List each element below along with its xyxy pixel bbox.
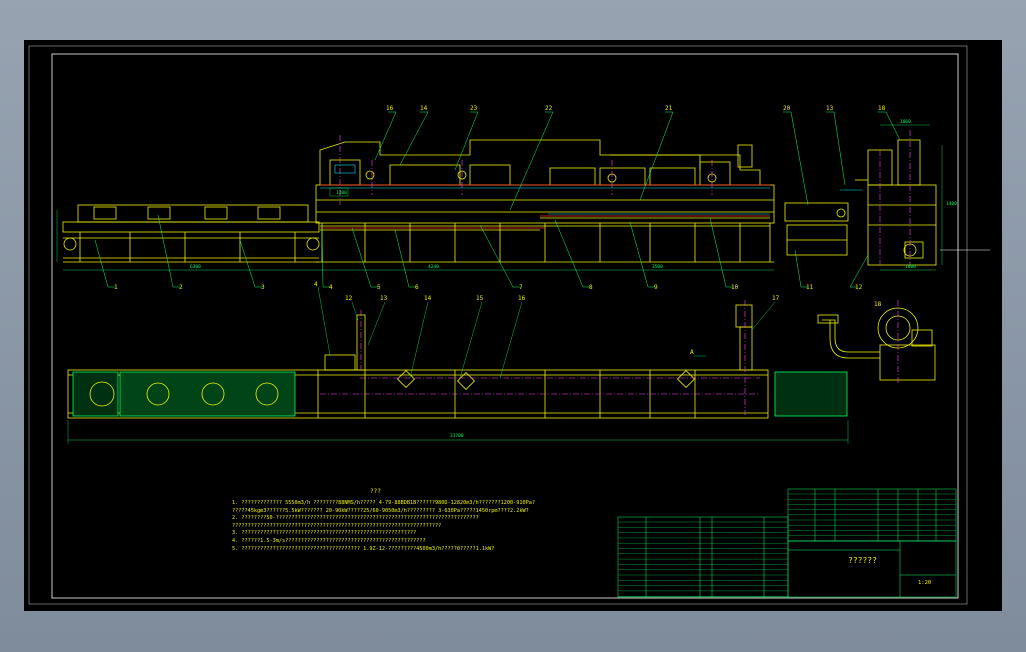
note-line-7: 5. ?????????????????????????????????????… xyxy=(232,545,495,552)
part-no-1: 1 xyxy=(114,284,118,291)
part-no-4-elev: 4 xyxy=(329,284,333,291)
dim-len-c: 3500 xyxy=(652,264,663,270)
bom-rows xyxy=(618,493,956,597)
note-line-1: 1. ????????????? 5550m3/h ????????88NMS/… xyxy=(232,500,535,506)
part-no-12-plan: 12 xyxy=(345,295,353,302)
drawing-sheet[interactable] xyxy=(24,40,1002,611)
elevation-centerlines xyxy=(339,130,911,265)
part-no-15-plan: 15 xyxy=(476,295,484,302)
part-no-18-detail: 18 xyxy=(874,301,882,308)
technical-notes: 1. ????????????? 5550m3/h ????????88NMS/… xyxy=(232,500,612,553)
bom-table xyxy=(617,488,957,598)
elevation-dimensions xyxy=(56,124,943,271)
part-no-18: 18 xyxy=(878,105,886,112)
note-line-4: ????????????????????????????????????????… xyxy=(232,522,442,529)
part-no-14-plan: 14 xyxy=(424,295,432,302)
part-no-6: 6 xyxy=(415,284,419,291)
title-block-scale: 1:20 xyxy=(918,580,932,586)
fan-detail-view xyxy=(817,307,936,381)
part-no-3: 3 xyxy=(261,284,265,291)
dim-side-w: 1600 xyxy=(905,264,916,270)
part-no-13-top: 13 xyxy=(826,105,834,112)
plan-centerlines xyxy=(320,300,760,415)
dim-top-a: 1060 xyxy=(900,119,911,125)
outer-border xyxy=(28,45,968,605)
note-line-2: ?????45kgm3??????5.5kW??????? 20-90kW???… xyxy=(232,507,529,514)
view-label-a: A xyxy=(690,349,694,356)
dim-overall: 31700 xyxy=(450,433,464,439)
dim-top-b: 1200 xyxy=(336,190,347,196)
part-no-20: 20 xyxy=(783,105,791,112)
part-no-4-plan: 4 xyxy=(314,281,318,288)
part-no-21: 21 xyxy=(665,105,673,112)
part-no-22: 22 xyxy=(545,105,553,112)
part-no-12-elev: 12 xyxy=(855,284,863,291)
plan-dimensions xyxy=(67,286,849,444)
note-line-3: 2. ????????50-??????????????????????????… xyxy=(232,515,479,522)
elevation-cyan-details xyxy=(320,164,862,215)
part-no-23: 23 xyxy=(470,105,478,112)
note-line-6: 4. ??????1.5-3m/s???????????????????????… xyxy=(232,537,426,544)
part-no-14-top: 14 xyxy=(420,105,428,112)
part-no-16-plan: 16 xyxy=(518,295,526,302)
part-no-13-plan: 13 xyxy=(380,295,388,302)
notes-title: ??? xyxy=(370,488,381,495)
part-no-7: 7 xyxy=(519,284,523,291)
part-no-2: 2 xyxy=(179,284,183,291)
inner-border xyxy=(51,53,959,599)
elevation-conveyor-belt xyxy=(320,184,770,229)
plan-view xyxy=(67,304,848,419)
part-no-11: 11 xyxy=(806,284,814,291)
part-no-10: 10 xyxy=(731,284,739,291)
part-no-9: 9 xyxy=(654,284,658,291)
note-line-5: 3. ?????????????????????????????????????… xyxy=(232,530,417,537)
part-no-16-top: 16 xyxy=(386,105,394,112)
elevation-view xyxy=(62,139,937,266)
part-no-17: 17 xyxy=(772,295,780,302)
leaders-bottom xyxy=(94,214,869,288)
leaders-top xyxy=(374,111,901,211)
dim-len-a: 6300 xyxy=(190,264,201,270)
part-no-5: 5 xyxy=(377,284,381,291)
title-block-name: ?????? xyxy=(848,556,877,565)
part-no-8: 8 xyxy=(589,284,593,291)
dim-len-b: 4240 xyxy=(428,264,439,270)
dim-side-h: 1400 xyxy=(946,201,957,207)
